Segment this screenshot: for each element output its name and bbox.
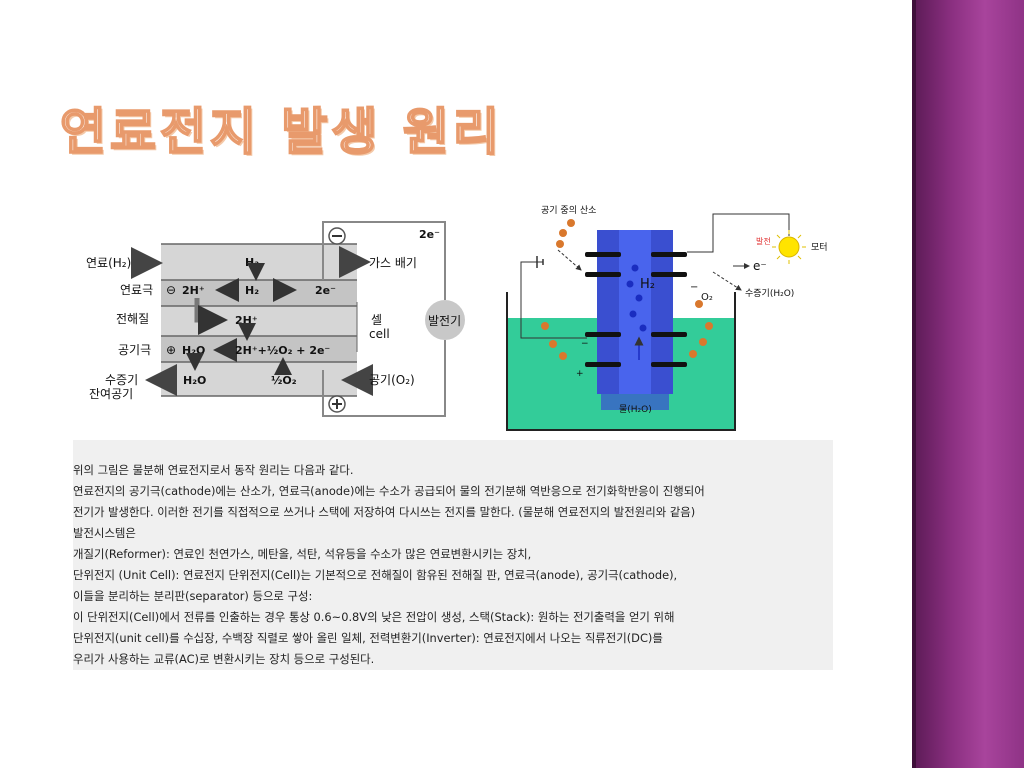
label-cathode-reaction: 2H⁺+½O₂ + 2e⁻ (235, 344, 330, 357)
electrode-bar (585, 272, 621, 277)
body-text-line: 연료전지의 공기극(cathode)에는 산소가, 연료극(anode)에는 수… (73, 484, 705, 498)
cathode-plus-sign: ⊕ (166, 343, 176, 357)
oxygen-dot (556, 240, 564, 248)
label-hplus-mid: 2H⁺ (235, 314, 258, 327)
right-cell-diagram: 공기 중의 산소 (506, 205, 828, 431)
body-text-line: 이 단위전지(Cell)에서 전류를 인출하는 경우 통상 0.6~0.8V의 … (73, 610, 675, 624)
hydrogen-bubble (626, 280, 634, 288)
label-cathode: 공기극 (118, 343, 151, 357)
minus-sign-left: − (581, 339, 589, 349)
light-bulb-icon (778, 236, 800, 258)
label-water: 물(H₂O) (619, 404, 652, 415)
electrolyte-layer (161, 306, 357, 336)
oxygen-dot (695, 300, 703, 308)
label-anode: 연료극 (120, 283, 153, 297)
label-h2o-bottom: H₂O (183, 374, 206, 387)
electrode-bar (585, 362, 621, 367)
anode-minus-sign: ⊖ (166, 283, 176, 297)
label-o2-right: O₂ (701, 292, 713, 303)
left-cell-diagram: 연료(H₂) 연료극 전해질 공기극 수증기 잔여공기 H₂ ⊖ 2H⁺ H₂ … (86, 221, 465, 417)
label-electrolyte: 전해질 (116, 312, 149, 326)
electrode-bar (651, 272, 687, 277)
body-text-line: 우리가 사용하는 교류(AC)로 변환시키는 장치 등으로 구성된다. (73, 652, 375, 666)
label-cell-kr: 셀 (371, 313, 382, 327)
side-decoration-band (912, 0, 1024, 768)
body-text-line: 개질기(Reformer): 연료인 천연가스, 메탄올, 석탄, 석유등을 수… (73, 547, 532, 561)
label-e-anode: 2e⁻ (315, 284, 336, 297)
generator-icon (425, 300, 465, 340)
electrode-bar (585, 252, 621, 257)
label-motor: 모터 (811, 242, 828, 253)
electrode-bar (651, 332, 687, 337)
fuel-cell-figure: 연료(H₂) 연료극 전해질 공기극 수증기 잔여공기 H₂ ⊖ 2H⁺ H₂ … (73, 192, 833, 440)
label-light: 발전 (756, 236, 771, 246)
oxygen-dot (699, 338, 707, 346)
oxygen-dot (549, 340, 557, 348)
hydrogen-bubble (631, 264, 639, 272)
oxygen-dot (567, 219, 575, 227)
label-electrons-top: 2e⁻ (419, 228, 440, 241)
label-cell-en: cell (369, 327, 390, 341)
oxygen-dot (559, 352, 567, 360)
label-o2-bottom: ½O₂ (271, 374, 297, 387)
body-text-line: 발전시스템은 (73, 526, 136, 540)
label-h2-anode: H₂ (245, 284, 259, 297)
label-steam-out: 수증기 (105, 373, 138, 387)
hydrogen-bubble (629, 310, 637, 318)
label-electron-right: e⁻ (753, 259, 767, 273)
hydrogen-bubble (635, 294, 643, 302)
hydrogen-bubble (639, 324, 647, 332)
label-h2-right: H₂ (640, 277, 655, 292)
anode-layer (161, 280, 357, 306)
body-text-line: 단위전지(unit cell)를 수십장, 수백장 직렬로 쌓아 올린 일체, … (73, 631, 663, 645)
label-vapor: 수증기(H₂O) (745, 288, 794, 299)
label-fuel-in: 연료(H₂) (86, 256, 131, 270)
label-hplus-anode: 2H⁺ (182, 284, 205, 297)
oxygen-dot (705, 322, 713, 330)
body-text-line: 이들을 분리하는 분리판(separator) 등으로 구성: (73, 589, 313, 603)
plus-sign-left: + (576, 369, 584, 379)
water-tank-outline (506, 292, 736, 431)
body-text-line: 전기가 발생한다. 이러한 전기를 직접적으로 쓰거나 스택에 저장하여 다시쓰… (73, 505, 696, 519)
label-gas-exhaust: 가스 배기 (369, 256, 417, 270)
minus-sign-top: − (690, 282, 698, 293)
label-h2o-cathode: H₂O (182, 344, 205, 357)
electrode-bar (585, 332, 621, 337)
fuel-cell-diagrams-svg: 연료(H₂) 연료극 전해질 공기극 수증기 잔여공기 H₂ ⊖ 2H⁺ H₂ … (86, 205, 828, 431)
label-h2-top: H₂ (245, 256, 259, 269)
electrode-bar (651, 362, 687, 367)
electrode-bar (651, 252, 687, 257)
body-text-line: 위의 그림은 물분해 연료전지로서 동작 원리는 다음과 같다. (73, 463, 354, 477)
description-text-box: 위의 그림은 물분해 연료전지로서 동작 원리는 다음과 같다. 연료전지의 공… (73, 440, 833, 670)
label-residual-air: 잔여공기 (89, 387, 133, 401)
oxygen-dot (689, 350, 697, 358)
label-air-in: 공기(O₂) (369, 373, 415, 387)
label-oxygen: 공기 중의 산소 (541, 205, 596, 216)
oxygen-dot (541, 322, 549, 330)
label-generator: 발전기 (428, 314, 461, 328)
oxygen-dot (559, 229, 567, 237)
slide-title: 연료전지 발생 원리 (59, 102, 503, 162)
body-text-line: 단위전지 (Unit Cell): 연료전지 단위전지(Cell)는 기본적으로… (73, 568, 678, 582)
